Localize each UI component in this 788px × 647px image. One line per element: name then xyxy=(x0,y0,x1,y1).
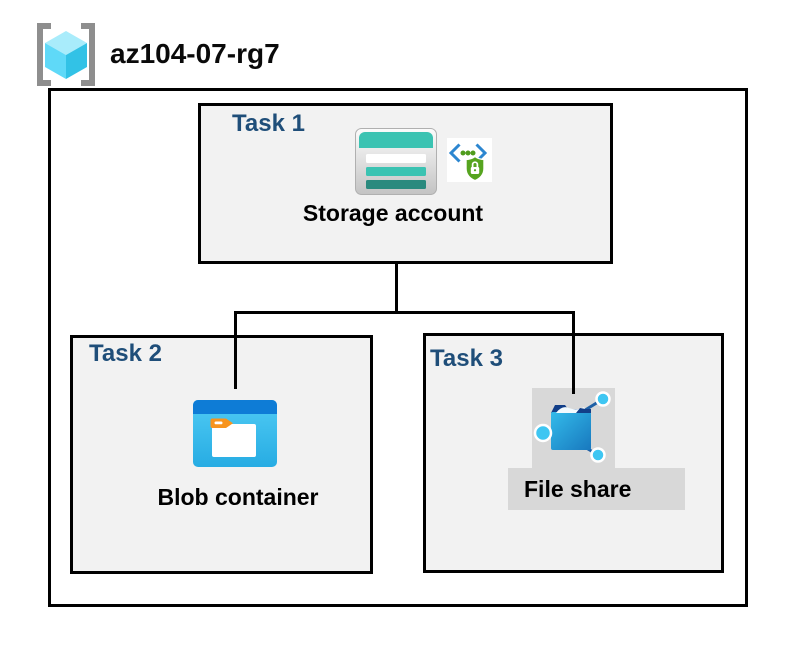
task2-label: Task 2 xyxy=(89,340,162,367)
file-share-icon-background xyxy=(532,388,615,468)
task3-label: Task 3 xyxy=(430,345,503,372)
connector-to-file-share xyxy=(572,311,575,394)
task2-box: Task 2 Blob container xyxy=(70,335,373,574)
resource-group-name: az104-07-rg7 xyxy=(110,38,280,69)
resource-group-icon xyxy=(37,23,95,86)
resource-group-box: Task 1 xyxy=(48,88,748,607)
connector-horizontal xyxy=(234,311,575,314)
storage-account-label: Storage account xyxy=(302,200,484,226)
file-share-label-highlight: File share xyxy=(508,468,685,510)
task1-label: Task 1 xyxy=(232,110,305,137)
blob-container-icon xyxy=(193,400,277,467)
task1-box: Task 1 xyxy=(198,103,613,264)
connector-storage-stem xyxy=(395,264,398,312)
blob-container-label: Blob container xyxy=(157,484,319,510)
file-share-label: File share xyxy=(524,475,632,502)
storage-account-icon xyxy=(355,128,437,195)
connector-to-blob-container xyxy=(234,311,237,389)
secure-access-icon xyxy=(447,138,492,182)
file-share-icon xyxy=(533,391,611,463)
